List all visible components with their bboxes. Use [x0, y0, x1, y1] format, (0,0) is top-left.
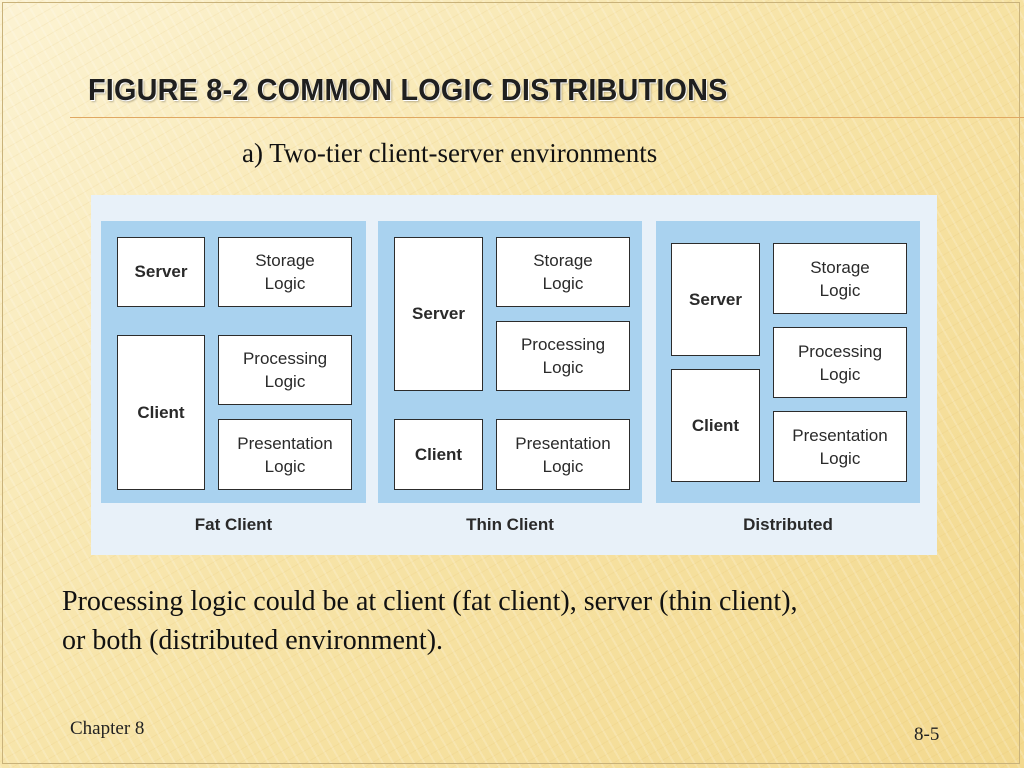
footer-chapter: Chapter 8: [70, 718, 145, 739]
title-divider: [70, 117, 1024, 118]
distributed-processing-logic-label: Processing Logic: [797, 341, 883, 384]
fat-client-processing-logic-box: Processing Logic: [218, 335, 352, 405]
distributed-server-box: Server: [671, 243, 760, 356]
distributed-presentation-logic-box: Presentation Logic: [773, 411, 907, 482]
caption-line-1: Processing logic could be at client (fat…: [62, 586, 798, 617]
thin-client-processing-logic-box: Processing Logic: [496, 321, 630, 391]
slide-caption: Processing logic could be at client (fat…: [62, 582, 982, 660]
fat-client-storage-logic-box: Storage Logic: [218, 237, 352, 307]
distributed-client-box: Client: [671, 369, 760, 482]
slide-title: FIGURE 8-2 COMMON LOGIC DISTRIBUTIONS: [88, 72, 728, 107]
thin-client-presentation-logic-box: Presentation Logic: [496, 419, 630, 490]
distributed-storage-logic-label: Storage Logic: [810, 257, 870, 300]
thin-client-processing-logic-label: Processing Logic: [520, 335, 606, 377]
thin-client-client-label: Client: [414, 444, 463, 464]
distributed-client-label: Client: [691, 415, 740, 435]
fat-client-processing-logic-label: Processing Logic: [242, 349, 328, 391]
footer-page-number: 8-5: [914, 724, 940, 745]
thin-client-server-label: Server: [412, 304, 465, 323]
thin-client-storage-logic-box: Storage Logic: [496, 237, 630, 307]
caption-line-2: or both (distributed environment).: [62, 625, 444, 656]
fat-client-storage-logic-label: Storage Logic: [255, 251, 315, 293]
distributed-storage-logic-box: Storage Logic: [773, 243, 907, 314]
fat-client-label: Fat Client: [194, 515, 273, 534]
thin-client-server-box: Server: [394, 237, 483, 391]
fat-client-client-box: Client: [117, 335, 205, 490]
thin-client-label: Thin Client: [466, 515, 554, 534]
fat-client-server-box: Server: [117, 237, 205, 307]
figure-subtitle: a) Two-tier client-server environments: [242, 138, 658, 168]
distributed-presentation-logic-label: Presentation Logic: [792, 425, 888, 468]
logic-distribution-diagram: Server Client Storage Logic Processing L…: [91, 195, 937, 555]
thin-client-presentation-logic-label: Presentation Logic: [515, 433, 611, 476]
fat-client-server-label: Server: [134, 262, 188, 281]
fat-client-presentation-logic-label: Presentation Logic: [237, 433, 333, 476]
thin-client-client-box: Client: [394, 419, 483, 490]
thin-client-storage-logic-label: Storage Logic: [533, 251, 593, 293]
distributed-server-label: Server: [689, 289, 742, 309]
distributed-label: Distributed: [743, 515, 833, 534]
fat-client-presentation-logic-box: Presentation Logic: [218, 419, 352, 490]
distributed-processing-logic-box: Processing Logic: [773, 327, 907, 398]
fat-client-client-label: Client: [137, 402, 185, 422]
